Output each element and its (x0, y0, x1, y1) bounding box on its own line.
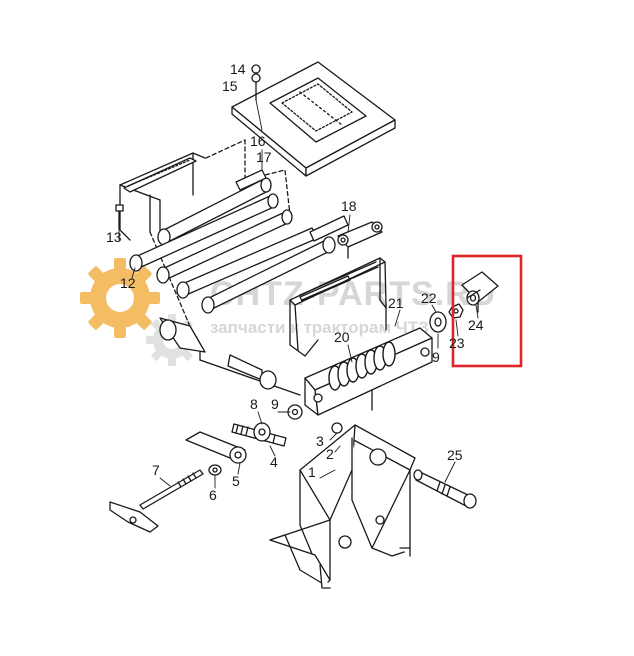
callout-20: 20 (334, 329, 350, 345)
callout-2: 2 (326, 446, 334, 462)
fasteners-14-15 (251, 64, 261, 101)
bracket-1 (269, 424, 416, 589)
washer-6 (208, 464, 222, 476)
rod-7 (109, 469, 204, 533)
callout-25: 25 (447, 447, 463, 463)
callout-3: 3 (316, 433, 324, 449)
washer-9-right (429, 311, 447, 333)
coil-spring (328, 341, 396, 391)
callout-12: 12 (120, 275, 136, 291)
gear-logo-icon (80, 258, 160, 338)
callout-7: 7 (152, 462, 160, 478)
watermark-subtitle: запчасти к тракторам ЧТЗ (210, 318, 429, 337)
bracket-18 (337, 221, 383, 259)
shafts (129, 169, 349, 314)
callout-13: 13 (106, 229, 122, 245)
callout-23: 23 (449, 335, 465, 351)
callout-labels: 14 15 16 17 18 13 12 21 22 24 20 23 9 8 … (106, 61, 484, 503)
callout-8: 8 (250, 396, 258, 412)
callout-17: 17 (256, 149, 272, 165)
callout-6: 6 (209, 487, 217, 503)
highlight-box (451, 254, 523, 368)
callout-9-right: 9 (432, 349, 440, 365)
callout-15: 15 (222, 78, 238, 94)
callout-9-left: 9 (271, 396, 279, 412)
link-arm (159, 317, 277, 390)
pin-4 (231, 422, 287, 447)
lever-5 (185, 431, 247, 464)
spring-box (304, 327, 433, 416)
callout-18: 18 (341, 198, 357, 214)
side-frame-right (289, 257, 387, 411)
callout-4: 4 (270, 454, 278, 470)
callout-21: 21 (388, 295, 404, 311)
callout-1: 1 (308, 464, 316, 480)
callout-5: 5 (232, 473, 240, 489)
pin-25 (413, 469, 477, 509)
callout-14: 14 (230, 61, 246, 77)
callout-24: 24 (468, 317, 484, 333)
part-24-bushing (461, 271, 499, 313)
top-plate (231, 61, 396, 177)
washer-9-left (287, 404, 303, 420)
bolt-13 (115, 204, 124, 229)
callout-16: 16 (250, 133, 266, 149)
leader-lines (118, 99, 479, 489)
callout-22: 22 (421, 290, 437, 306)
